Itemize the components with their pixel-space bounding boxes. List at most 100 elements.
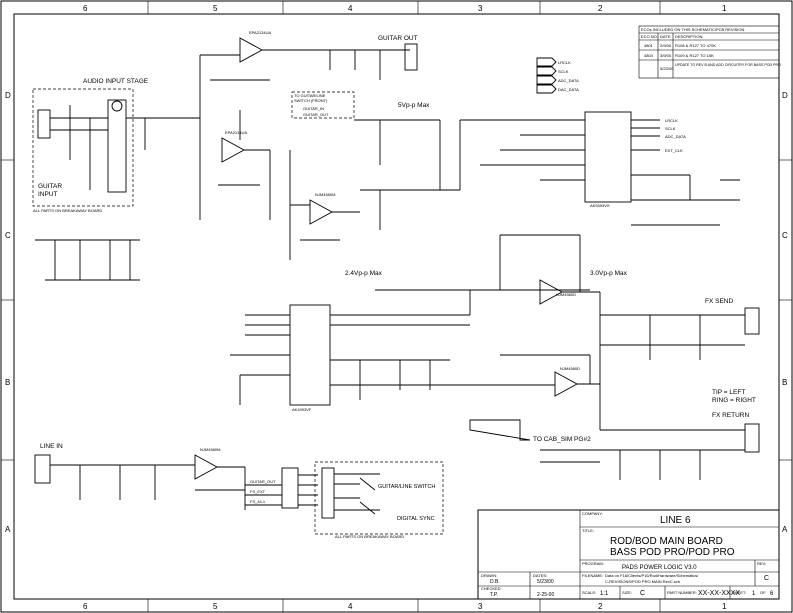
sig-guitar-out-bottom: GUITAR_OUT bbox=[250, 479, 276, 484]
rev-label: REV: bbox=[757, 561, 766, 566]
col-6: 6 bbox=[83, 4, 88, 13]
title-line-2: BASS POD PRO/POD PRO bbox=[610, 547, 735, 558]
ic-u1b-label: NJM4580D bbox=[560, 366, 580, 371]
fx-send-label: FX SEND bbox=[705, 298, 733, 305]
scale-label: SCALE: bbox=[582, 590, 596, 595]
title-label: TITLE: bbox=[582, 528, 594, 533]
row-b: B bbox=[5, 378, 10, 387]
col-1: 1 bbox=[722, 4, 727, 13]
sig-sclk-right: SCLK bbox=[665, 126, 676, 131]
revision-row-1-desc: R108 & R127 TO 470K bbox=[675, 43, 716, 48]
part-number-value: XX-XX-XXXX bbox=[698, 590, 740, 597]
sheet-of-label: OF bbox=[760, 590, 766, 595]
digital-sync-label: DIGITAL SYNC bbox=[397, 516, 435, 522]
row-a: A bbox=[5, 525, 11, 534]
drawn-label: DRAWN: bbox=[481, 573, 497, 578]
sig-fs-ext-bottom: FS_EXT bbox=[250, 489, 266, 494]
column-markers-bottom: 6 5 4 3 2 1 bbox=[83, 602, 727, 611]
switch-guitar-in: GUITAR_IN bbox=[303, 106, 324, 111]
scale-value: 1:1 bbox=[600, 591, 609, 597]
ic-u1-label: NJM4580D bbox=[556, 292, 576, 297]
audio-input-stage-label: AUDIO INPUT STAGE bbox=[83, 78, 149, 85]
sheet-value: 1 bbox=[752, 591, 756, 597]
revision-row-2-eco: 4804 bbox=[644, 53, 654, 58]
col-1-bottom: 1 bbox=[722, 602, 727, 611]
sig-fs-44-bottom: FS_44.1 bbox=[250, 499, 266, 504]
guitar-line-switch-label: GUITAR/LINE SWITCH bbox=[378, 484, 435, 490]
title-line-1: ROD/BOD MAIN BOARD bbox=[610, 536, 723, 547]
sig-adc-data-right: ADC_DATA bbox=[665, 134, 686, 139]
drawn-value: D.B. bbox=[490, 579, 500, 585]
ic-u4-label: AK4393VF bbox=[292, 407, 312, 412]
row-a-right: A bbox=[782, 525, 788, 534]
row-c: C bbox=[5, 231, 11, 240]
breakaway-top-label: ALL PARTS ON BREAKAWAY BOARD bbox=[33, 208, 102, 213]
revision-table-title: ECOs INCLUDED ON THIS SCHEMATIC/PCB REVI… bbox=[641, 27, 745, 32]
revision-row-2-desc: R109 & R127 TO 15K bbox=[675, 53, 714, 58]
ic-u9-label: NJM4580M bbox=[315, 192, 335, 197]
program-value: PADS POWER LOGIC V3.0 bbox=[622, 565, 697, 571]
dates-label: DATES: bbox=[533, 573, 547, 578]
date-1: 5/23/00 bbox=[537, 579, 554, 585]
u9-input-block: 5Vp-p Max NJM4580M bbox=[289, 102, 460, 260]
tag-adc-data: ADC_DATA bbox=[558, 78, 579, 83]
col-5-bottom: 5 bbox=[213, 602, 218, 611]
company-label: COMPANY: bbox=[582, 511, 603, 516]
revision-header-date: DATE bbox=[660, 34, 671, 39]
sig-ext-clk-right: EXT_CLK bbox=[665, 148, 683, 153]
row-d-right: D bbox=[782, 91, 788, 100]
column-markers-top: 6 5 4 3 2 1 bbox=[83, 4, 727, 13]
line-in-label: LINE IN bbox=[40, 443, 63, 450]
vpp30-label: 3.0Vp-p Max bbox=[590, 270, 628, 277]
ic-u11-label: NJM4580M bbox=[200, 447, 220, 452]
row-d: D bbox=[5, 91, 11, 100]
sheet-total: 6 bbox=[770, 591, 774, 597]
col-5: 5 bbox=[213, 4, 218, 13]
revision-header-description: DESCRIPTION: bbox=[675, 34, 703, 39]
guitar-out-block: GUITAR OUT bbox=[300, 35, 418, 80]
revision-row-2-date: 3/9/00 bbox=[660, 53, 672, 58]
switch-guitar-out: GUITAR_OUT bbox=[303, 112, 329, 117]
ic-u3-label: AK5393VS bbox=[590, 203, 610, 208]
col-4-bottom: 4 bbox=[348, 602, 353, 611]
guitar-out-label: GUITAR OUT bbox=[378, 35, 418, 42]
checked-label: CHECKED: bbox=[481, 586, 502, 591]
power-filter-block bbox=[35, 239, 140, 281]
sig-lrclk-right: LRCLK bbox=[665, 118, 678, 123]
col-2: 2 bbox=[598, 4, 603, 13]
breakaway-bottom-label: ALL PARTS ON BREAKAWAY BOARD bbox=[335, 534, 404, 539]
title-block: COMPANY: LINE 6 TITLE: ROD/BOD MAIN BOAR… bbox=[477, 509, 780, 600]
fx-return-block: FX RETURN TO CAB_SIM PG#2 bbox=[469, 412, 760, 480]
sheet-label: SHEET: bbox=[732, 590, 746, 595]
row-markers-left: D C B A bbox=[5, 91, 11, 534]
filename-label: FILENAME: bbox=[582, 573, 603, 578]
row-b-right: B bbox=[782, 378, 787, 387]
row-markers-right: D C B A bbox=[782, 91, 788, 534]
size-label: SIZE: bbox=[622, 590, 632, 595]
adc-u3-block: AK5393VS LRCLK SCLK ADC_DATA EXT_CLK bbox=[459, 111, 740, 226]
revision-header-eco: ECO NO. bbox=[641, 34, 658, 39]
col-6-bottom: 6 bbox=[83, 602, 88, 611]
breakaway-switch-board: GUITAR/LINE SWITCH DIGITAL SYNC ALL PART… bbox=[314, 461, 444, 539]
program-label: PROGRAM: bbox=[582, 561, 604, 566]
part-number-label: PART NUMBER: bbox=[667, 590, 697, 595]
revision-row-3-desc: UPDATE TO REV B AND ADD CIRCUITRY FOR BA… bbox=[675, 63, 781, 67]
vpp24-label: 2.4Vp-p Max bbox=[345, 270, 383, 277]
digital-signal-tags: LRCLK SCLK ADC_DATA DAC_DATA bbox=[536, 57, 579, 94]
line-in-block: LINE IN NJM4580M bbox=[34, 443, 246, 510]
row-c-right: C bbox=[782, 231, 788, 240]
col-3-bottom: 3 bbox=[478, 602, 483, 611]
opamp-u7-block: EPA2134UA EPA2134UA bbox=[199, 30, 300, 220]
revision-row-1-date: 2/9/00 bbox=[660, 43, 672, 48]
revision-table: ECOs INCLUDED ON THIS SCHEMATIC/PCB REVI… bbox=[638, 25, 781, 79]
breakaway-connector-block: GUITAR_OUT FS_EXT FS_44.1 bbox=[245, 467, 318, 509]
revision-row-3-date: 5/23/00 bbox=[660, 66, 674, 71]
ic-u7b-label: EPA2134UA bbox=[225, 130, 247, 135]
size-value: C bbox=[640, 590, 645, 597]
